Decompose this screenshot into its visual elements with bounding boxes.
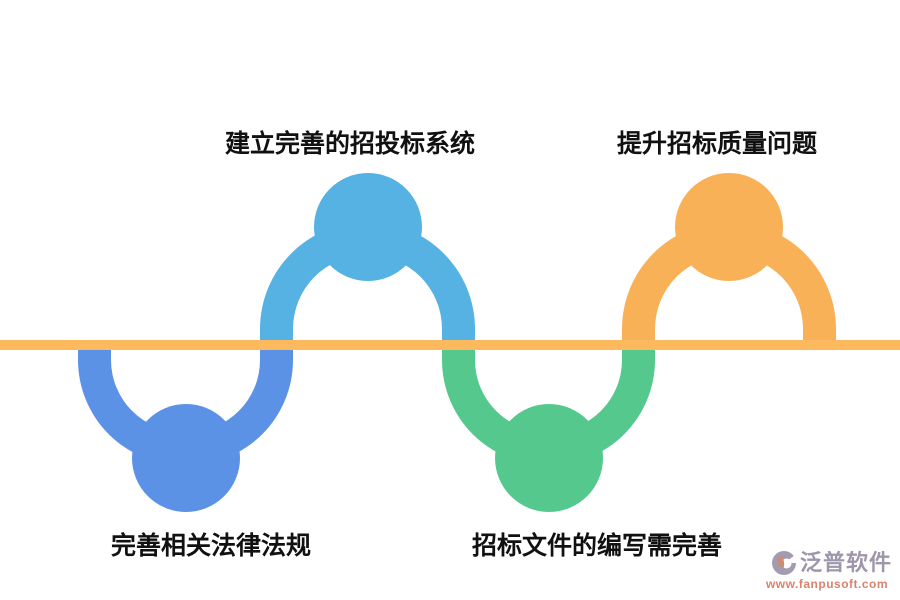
node-circle <box>675 173 783 281</box>
watermark-brand-text: 泛普软件 <box>799 550 892 575</box>
node-circle <box>132 404 240 512</box>
watermark-url-text: www.fanpusoft.com <box>765 577 889 591</box>
node-label: 完善相关法律法规 <box>110 532 312 560</box>
fanpu-logo-icon <box>771 550 798 576</box>
watermark: 泛普软件 www.fanpusoft.com <box>762 550 892 590</box>
node-label: 提升招标质量问题 <box>616 130 818 158</box>
node-label: 招标文件的编写需完善 <box>471 532 723 560</box>
timeline-line <box>0 340 900 350</box>
node-circle <box>495 404 603 512</box>
node-circle <box>314 173 422 281</box>
node-label: 建立完善的招投标系统 <box>224 130 476 158</box>
